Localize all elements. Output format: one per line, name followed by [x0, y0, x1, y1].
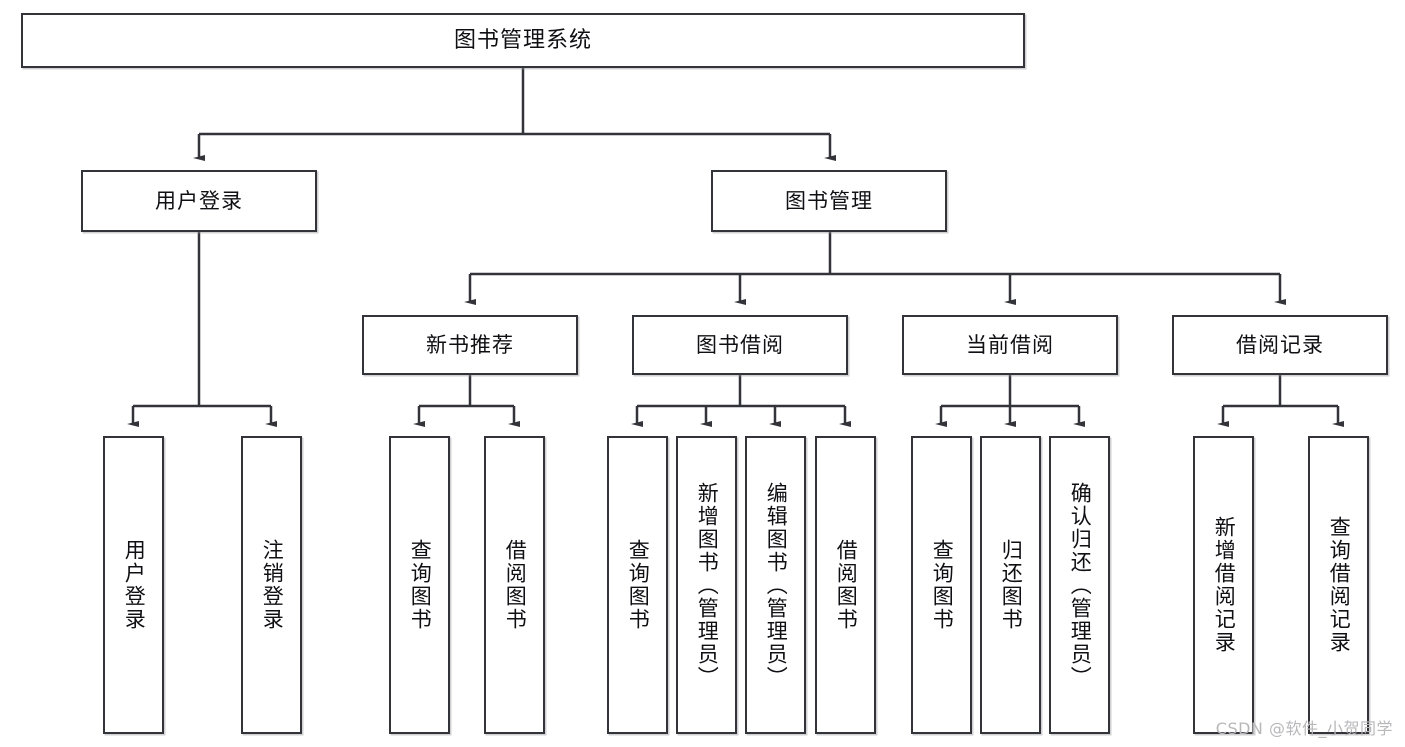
- node-borrow-record-label: 借阅记录: [1236, 332, 1324, 357]
- node-book-manage[interactable]: 图书管理: [711, 170, 947, 232]
- leaf-user-logout-label: 注销登录: [260, 539, 285, 631]
- leaf-query-book-3[interactable]: 查询图书: [911, 436, 972, 734]
- leaf-add-record[interactable]: 新增借阅记录: [1193, 436, 1254, 734]
- leaf-return-book[interactable]: 归还图书: [980, 436, 1041, 734]
- leaf-query-book-3-label: 查询图书: [930, 539, 955, 631]
- leaf-edit-book-label: 编辑图书（管理员）: [764, 481, 789, 689]
- leaf-query-book-1-label: 查询图书: [408, 539, 433, 631]
- node-new-book-recommend[interactable]: 新书推荐: [362, 315, 578, 375]
- leaf-add-book[interactable]: 新增图书（管理员）: [676, 436, 737, 734]
- node-root[interactable]: 图书管理系统: [21, 13, 1025, 68]
- node-new-book-recommend-label: 新书推荐: [426, 332, 514, 357]
- leaf-confirm-return-label: 确认归还（管理员）: [1068, 481, 1093, 689]
- watermark: CSDN @软件_小贺同学: [1215, 719, 1393, 738]
- leaf-query-book-2[interactable]: 查询图书: [607, 436, 668, 734]
- leaf-borrow-book-2[interactable]: 借阅图书: [815, 436, 876, 734]
- node-current-borrow[interactable]: 当前借阅: [902, 315, 1118, 375]
- node-borrow-record[interactable]: 借阅记录: [1172, 315, 1388, 375]
- leaf-query-record-label: 查询借阅记录: [1327, 516, 1352, 654]
- leaf-user-logout[interactable]: 注销登录: [241, 436, 302, 734]
- node-book-borrow-label: 图书借阅: [696, 332, 784, 357]
- node-book-manage-label: 图书管理: [785, 188, 873, 213]
- leaf-borrow-book-1[interactable]: 借阅图书: [484, 436, 545, 734]
- node-book-borrow[interactable]: 图书借阅: [632, 315, 848, 375]
- leaf-return-book-label: 归还图书: [999, 539, 1024, 631]
- leaf-query-record[interactable]: 查询借阅记录: [1308, 436, 1369, 734]
- leaf-user-login-label: 用户登录: [122, 539, 147, 631]
- leaf-borrow-book-1-label: 借阅图书: [503, 539, 528, 631]
- leaf-query-book-1[interactable]: 查询图书: [389, 436, 450, 734]
- node-user-login-label: 用户登录: [155, 188, 243, 213]
- node-user-login[interactable]: 用户登录: [81, 170, 317, 232]
- node-root-label: 图书管理系统: [453, 27, 592, 53]
- leaf-confirm-return[interactable]: 确认归还（管理员）: [1049, 436, 1110, 734]
- leaf-add-record-label: 新增借阅记录: [1212, 516, 1237, 654]
- leaf-edit-book[interactable]: 编辑图书（管理员）: [745, 436, 806, 734]
- leaf-query-book-2-label: 查询图书: [626, 539, 651, 631]
- node-current-borrow-label: 当前借阅: [966, 332, 1054, 357]
- leaf-user-login[interactable]: 用户登录: [103, 436, 164, 734]
- leaf-borrow-book-2-label: 借阅图书: [834, 539, 859, 631]
- leaf-add-book-label: 新增图书（管理员）: [695, 481, 720, 689]
